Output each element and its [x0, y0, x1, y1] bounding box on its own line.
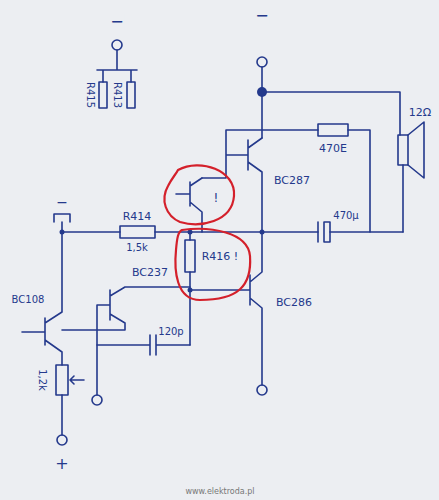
value-label: 1,5k [125, 243, 149, 253]
wire [97, 50, 137, 82]
terminal [112, 40, 122, 50]
junction-dot [260, 230, 265, 235]
watermark: www.elektroda.pl [184, 488, 255, 496]
transistor-symbol [190, 232, 262, 385]
value-label: 470μ [332, 211, 359, 221]
junction-dot [188, 288, 193, 293]
value-label: 470E [318, 143, 348, 154]
value-label: 120p [157, 327, 184, 337]
speaker-symbol [398, 135, 408, 165]
transistor-symbol [202, 130, 318, 232]
potentiometer-symbol [56, 365, 68, 395]
transistor-symbol [22, 232, 62, 435]
part-name: BC108 [11, 295, 46, 305]
note-mark: ! [213, 192, 220, 204]
potentiometer-symbol [70, 376, 84, 384]
resistor-symbol [185, 240, 195, 272]
part-name: BC286 [275, 297, 313, 308]
resistor-symbol [318, 124, 348, 136]
highlight-circle [175, 229, 250, 300]
polarity-sign: + [54, 456, 69, 472]
part-name: BC237 [131, 267, 169, 278]
junction-dot [257, 87, 267, 97]
part-name: BC287 [273, 175, 311, 186]
polarity-sign: − [254, 8, 269, 24]
transistor-symbol [62, 287, 190, 395]
resistor-symbol [127, 82, 135, 108]
resistor-symbol [120, 226, 155, 238]
capacitor-symbol [317, 222, 319, 242]
capacitor-symbol [324, 222, 330, 242]
polarity-sign: − [55, 195, 69, 209]
capacitor-symbol [97, 335, 190, 355]
part-name: R416 ! [201, 251, 240, 262]
terminal [257, 57, 267, 67]
wire [62, 222, 403, 232]
terminal [257, 385, 267, 395]
terminal [54, 214, 70, 222]
speaker-symbol [403, 122, 424, 232]
part-name: R414 [122, 211, 153, 222]
junction-dot [60, 230, 65, 235]
polarity-sign: − [109, 14, 124, 30]
part-name: R413 [112, 81, 122, 109]
value-label: 1,2k [37, 368, 47, 392]
terminal [92, 395, 102, 405]
part-name: R415 [85, 81, 95, 109]
value-label: 12Ω [408, 107, 432, 118]
wire [262, 67, 400, 138]
resistor-symbol [99, 82, 107, 108]
highlight-circle [164, 165, 234, 224]
terminal [57, 435, 67, 445]
